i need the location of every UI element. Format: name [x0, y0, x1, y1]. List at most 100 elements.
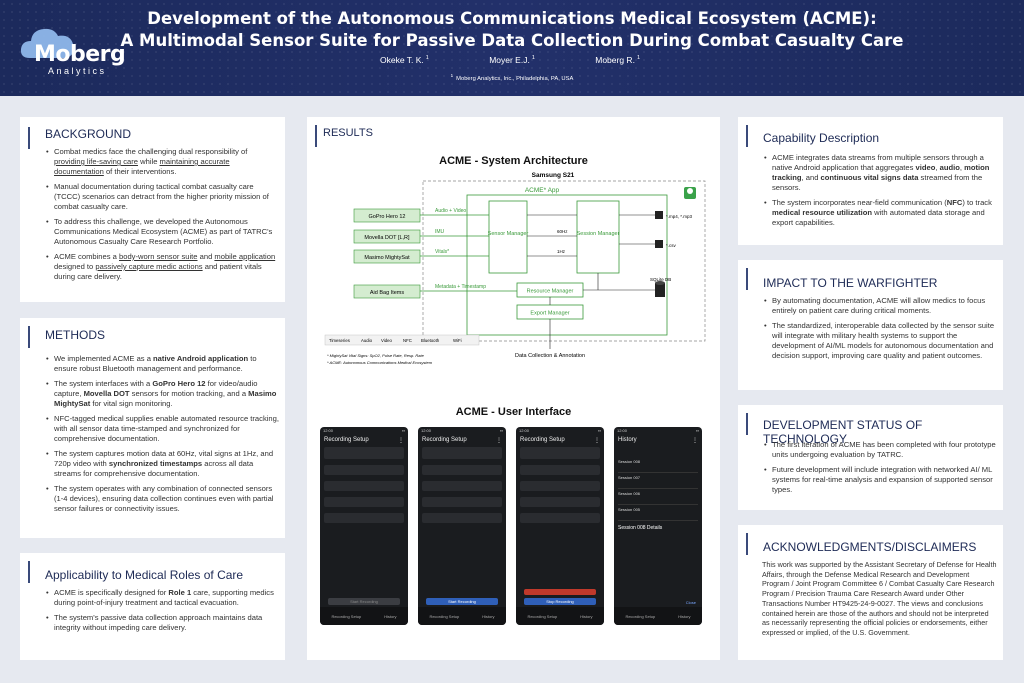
nav-history[interactable]: History: [482, 613, 495, 619]
bullet-item: Future development will include integrat…: [764, 465, 998, 495]
rate-vitals: 1Hz: [557, 249, 566, 254]
phone-screen-3: 12:00▪▪ Recording Setup⋮ Stop Recording …: [516, 427, 604, 625]
bottom-label: Data Collection & Annotation: [515, 353, 585, 359]
emphasis-text: audio: [939, 163, 960, 172]
bullet-item: The system captures motion data at 60Hz,…: [46, 449, 280, 479]
nav-recording-setup[interactable]: Recording Setup: [625, 613, 656, 619]
capability-panel: Capability Description ACME integrates d…: [738, 117, 1003, 245]
link-audio-video: Audio + Video: [435, 208, 466, 214]
emphasis-text: mobile application: [214, 252, 276, 261]
bullet-item: ACME is specifically designed for Role 1…: [46, 588, 280, 608]
nav-history[interactable]: History: [384, 613, 397, 619]
author: Moyer E.J.1: [489, 55, 535, 65]
input-aidbag-label: Aid Bag Items: [370, 290, 404, 296]
title-line-1: Development of the Autonomous Communicat…: [147, 9, 877, 28]
architecture-title: ACME - System Architecture: [439, 155, 588, 167]
recording-indicator: [524, 589, 596, 595]
emphasis-text: synchronized timestamps: [108, 459, 203, 468]
background-panel: BACKGROUND Combat medics face the challe…: [20, 117, 285, 302]
phone-title: Recording Setup: [422, 437, 467, 443]
bullet-item: The system interfaces with a GoPro Hero …: [46, 379, 280, 409]
emphasis-text: motion tracking: [772, 163, 990, 182]
output-db: SQLite DB: [650, 277, 671, 282]
title-line-2: A Multimodal Sensor Suite for Passive Da…: [120, 31, 904, 50]
affiliation: 1Moberg Analytics, Inc., Philadelphia, P…: [450, 73, 574, 82]
methods-title: METHODS: [45, 328, 105, 342]
input-masimo: [353, 249, 421, 264]
background-title: BACKGROUND: [45, 127, 132, 141]
moberg-logo: Moberg Analytics: [18, 20, 126, 76]
nav-history[interactable]: History: [678, 613, 691, 619]
applicability-title: Applicability to Medical Roles of Care: [45, 568, 244, 582]
capability-list: ACME integrates data streams from multip…: [764, 153, 998, 233]
history-item[interactable]: Session 005: [618, 507, 698, 521]
architecture-diagram: Samsung S21 ACME* App GoPro Hero 12 Move…: [324, 172, 706, 365]
history-item[interactable]: Session 008: [618, 459, 698, 473]
bullet-item: To address this challenge, we developed …: [46, 217, 280, 247]
start-recording-button[interactable]: Start Recording: [328, 598, 400, 605]
session-manager-box: [576, 200, 620, 274]
results-title: RESULTS: [323, 127, 373, 139]
ack-title: ACKNOWLEDGMENTS/DISCLAIMERS: [763, 540, 977, 554]
close-button[interactable]: Close: [685, 600, 696, 605]
menu-icon[interactable]: ⋮: [594, 438, 600, 444]
background-list: Combat medics face the challenging dual …: [46, 147, 280, 287]
input-gopro-label: GoPro Hero 12: [369, 214, 406, 220]
sensor-manager-label: Sensor Manager: [488, 231, 529, 237]
emphasis-text: native Android application: [153, 354, 249, 363]
note-2: * ACME: Autonomous Communications Medica…: [327, 360, 433, 365]
nav-recording-setup[interactable]: Recording Setup: [527, 613, 558, 619]
impact-title: IMPACT TO THE WARFIGHTER: [763, 276, 938, 290]
start-recording-button[interactable]: Start Recording: [426, 598, 498, 605]
bullet-item: By automating documentation, ACME will a…: [764, 296, 998, 316]
capability-title: Capability Description: [763, 131, 880, 145]
emphasis-text: GoPro Hero 12: [152, 379, 206, 388]
authors: Okeke T. K.1 Moyer E.J.1 Moberg R.1: [380, 55, 640, 65]
menu-icon[interactable]: ⋮: [398, 438, 404, 444]
bullet-item: The system operates with any combination…: [46, 484, 280, 514]
legend-item: NFC: [403, 338, 412, 343]
emphasis-text: Movella DOT: [83, 389, 130, 398]
emphasis-text: medical resource utilization: [772, 208, 873, 217]
link-imu: IMU: [435, 229, 445, 235]
resource-manager-label: Resource Manager: [527, 289, 574, 295]
legend: [324, 334, 480, 346]
logo-word: Moberg: [34, 42, 126, 67]
methods-panel: METHODS We implemented ACME as a native …: [20, 318, 285, 538]
note-1: * MightySat Vital Signs: SpO2, Pulse Rat…: [327, 353, 425, 358]
phone-screen-1: 12:00▪▪ Recording Setup⋮ Start Recording…: [320, 427, 408, 625]
input-masimo-label: Masimo MightySat: [364, 255, 410, 261]
history-item[interactable]: Session 007: [618, 475, 698, 489]
nav-history[interactable]: History: [580, 613, 593, 619]
nav-recording-setup[interactable]: Recording Setup: [331, 613, 362, 619]
legend-item: Video: [381, 338, 393, 343]
bullet-item: NFC-tagged medical supplies enable autom…: [46, 414, 280, 444]
stop-recording-button[interactable]: Stop Recording: [524, 598, 596, 605]
phone-title: History: [618, 437, 637, 443]
file-icon: [655, 211, 663, 219]
bullet-item: Combat medics face the challenging dual …: [46, 147, 280, 177]
bullet-item: The first iteration of ACME has been com…: [764, 440, 998, 460]
results-panel: RESULTS ACME - System Architecture Samsu…: [307, 117, 720, 660]
status-list: The first iteration of ACME has been com…: [764, 440, 998, 500]
rate-imu: 60Hz: [557, 229, 568, 234]
menu-icon[interactable]: ⋮: [496, 438, 502, 444]
emphasis-text: providing life-saving care: [54, 157, 138, 166]
sensor-manager-box: [488, 200, 528, 274]
menu-icon[interactable]: ⋮: [692, 438, 698, 444]
emphasis-text: Masimo MightySat: [54, 389, 277, 408]
applicability-panel: Applicability to Medical Roles of Care A…: [20, 553, 285, 660]
link-vitals: Vitals*: [435, 249, 449, 255]
bullet-item: We implemented ACME as a native Android …: [46, 354, 280, 374]
ui-title: ACME - User Interface: [455, 406, 572, 418]
nav-recording-setup[interactable]: Recording Setup: [429, 613, 460, 619]
legend-item: Audio: [361, 338, 373, 343]
status-panel: DEVELOPMENT STATUS OF TECHNOLOGY The fir…: [738, 405, 1003, 510]
bullet-item: Manual documentation during tactical com…: [46, 182, 280, 212]
input-gopro: [353, 208, 421, 223]
methods-list: We implemented ACME as a native Android …: [46, 354, 280, 519]
history-item[interactable]: Session 006: [618, 491, 698, 505]
legend-item: Bluetooth: [421, 338, 440, 343]
input-movella-label: Movella DOT [L,R]: [364, 235, 410, 241]
impact-list: By automating documentation, ACME will a…: [764, 296, 998, 366]
